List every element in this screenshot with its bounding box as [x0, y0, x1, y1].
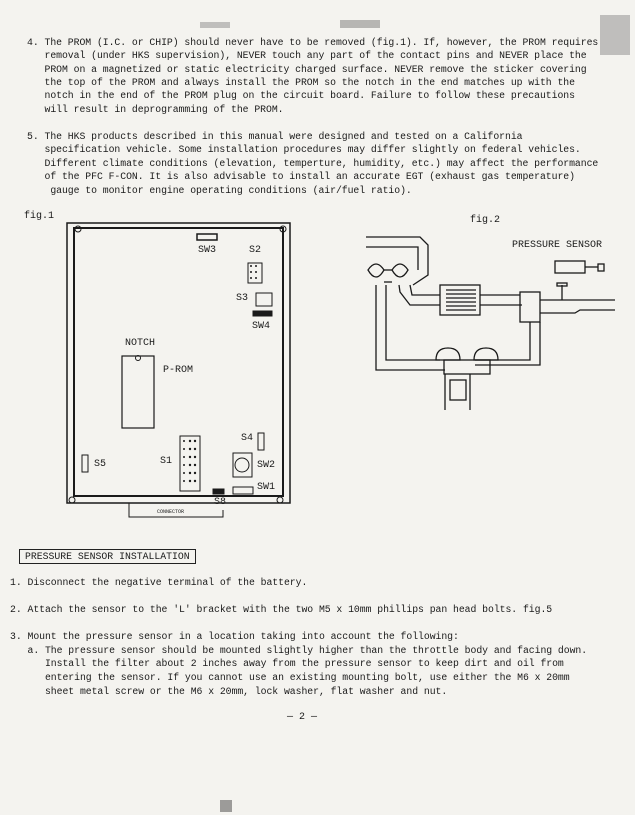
label-prom: P-ROM: [163, 365, 194, 376]
step-3a-line: entering the sensor. If you cannot use a…: [10, 672, 570, 683]
figure-2-caption: fig.2: [470, 215, 501, 226]
step-2: 2. Attach the sensor to the 'L' bracket …: [10, 604, 553, 615]
label-sw1: SW1: [257, 482, 276, 493]
label-s1: S1: [160, 456, 173, 467]
text-line: 4. The PROM (I.C. or CHIP) should never …: [27, 37, 599, 48]
label-sw2: SW2: [257, 460, 276, 471]
label-s2: S2: [249, 245, 262, 256]
step-1: 1. Disconnect the negative terminal of t…: [10, 577, 308, 588]
step-3a-line: Install the filter about 2 inches away f…: [10, 658, 564, 669]
label-s5: S5: [94, 459, 107, 470]
text-line: 5. The HKS products described in this ma…: [27, 131, 523, 142]
text-line: of the PFC F-CON. It is also advisable t…: [27, 171, 575, 182]
text-line: notch in the end of the PROM plug on the…: [27, 90, 575, 101]
text-line: gauge to monitor engine operating condit…: [27, 185, 412, 196]
section-heading: PRESSURE SENSOR INSTALLATION: [19, 549, 196, 564]
label-notch: NOTCH: [125, 338, 156, 349]
text-line: specification vehicle. Some installation…: [27, 144, 581, 155]
label-s3: S3: [236, 293, 249, 304]
text-line: the top of the PROM and always install t…: [27, 77, 575, 88]
text-line: will result in deprogramming of the PROM…: [27, 104, 284, 115]
figure-1-caption: fig.1: [24, 211, 55, 222]
label-s8: S8: [214, 497, 227, 508]
text-line: Different climate conditions (elevation,…: [27, 158, 599, 169]
step-3a-line: sheet metal screw or the M6 x 20mm, lock…: [10, 686, 448, 697]
label-s4: S4: [241, 433, 254, 444]
text-line: removal (under HKS supervision), NEVER t…: [27, 50, 587, 61]
step-3a-line: a. The pressure sensor should be mounted…: [10, 645, 588, 656]
page-number: — 2 —: [287, 712, 318, 723]
text-line: PROM on a magnetized or static electrici…: [27, 64, 587, 75]
label-connector: CONNECTOR: [157, 509, 185, 515]
label-sw4: SW4: [252, 321, 271, 332]
step-3: 3. Mount the pressure sensor in a locati…: [10, 631, 459, 642]
label-sw3: SW3: [198, 245, 217, 256]
pressure-sensor-label: PRESSURE SENSOR: [512, 240, 603, 251]
